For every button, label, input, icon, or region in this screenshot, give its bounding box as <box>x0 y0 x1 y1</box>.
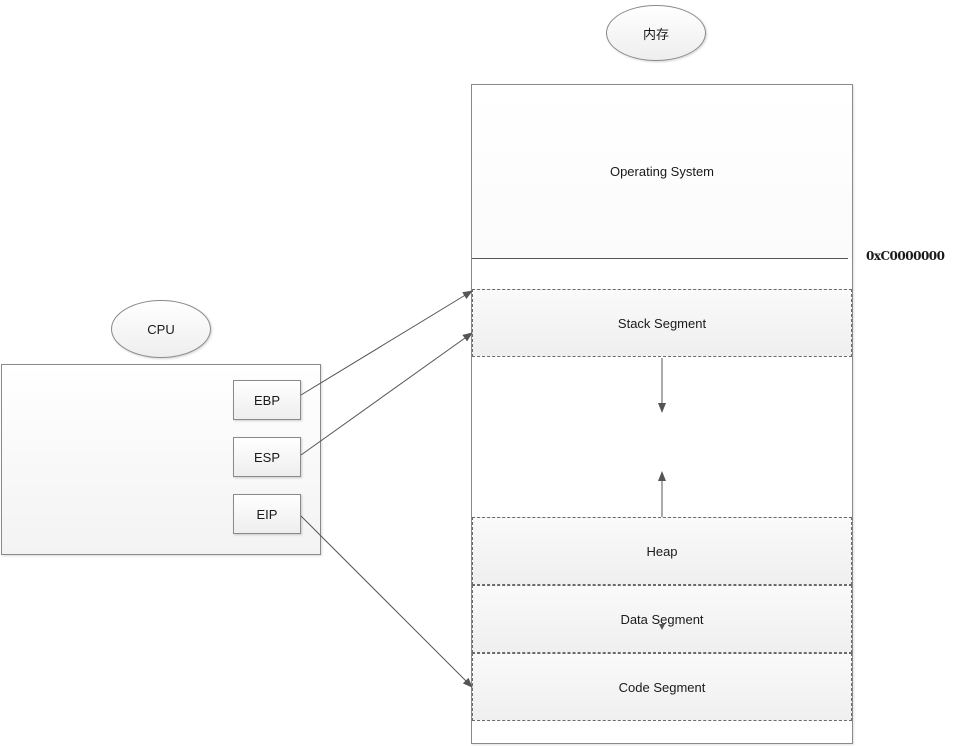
ebp-register: EBP <box>233 380 301 420</box>
data-segment: Data Segment <box>472 585 852 653</box>
operating-system-region: Operating System <box>472 85 852 258</box>
operating-system-label: Operating System <box>609 164 715 179</box>
stack-segment: Stack Segment <box>472 289 852 357</box>
code-segment-label: Code Segment <box>618 679 706 695</box>
memory-title: 内存 <box>606 5 706 61</box>
eip-register: EIP <box>233 494 301 534</box>
ebp-arrow <box>300 290 473 396</box>
eip-arrow <box>300 515 473 688</box>
kernel-address-label: 0xC0000000 <box>866 249 945 263</box>
heap-segment: Heap <box>472 517 852 585</box>
memory-title-label: 内存 <box>642 26 669 42</box>
stack-segment-label: Stack Segment <box>617 315 707 331</box>
ebp-register-label: EBP <box>253 392 280 408</box>
code-segment: Code Segment <box>472 653 852 721</box>
data-segment-label: Data Segment <box>620 611 704 627</box>
esp-register-label: ESP <box>253 449 280 465</box>
cpu-title: CPU <box>111 300 211 358</box>
esp-register: ESP <box>233 437 301 477</box>
heap-segment-label: Heap <box>646 543 678 559</box>
cpu-title-label: CPU <box>147 321 175 337</box>
eip-register-label: EIP <box>256 506 278 522</box>
kernel-boundary-line <box>472 258 848 259</box>
esp-arrow <box>300 332 473 456</box>
